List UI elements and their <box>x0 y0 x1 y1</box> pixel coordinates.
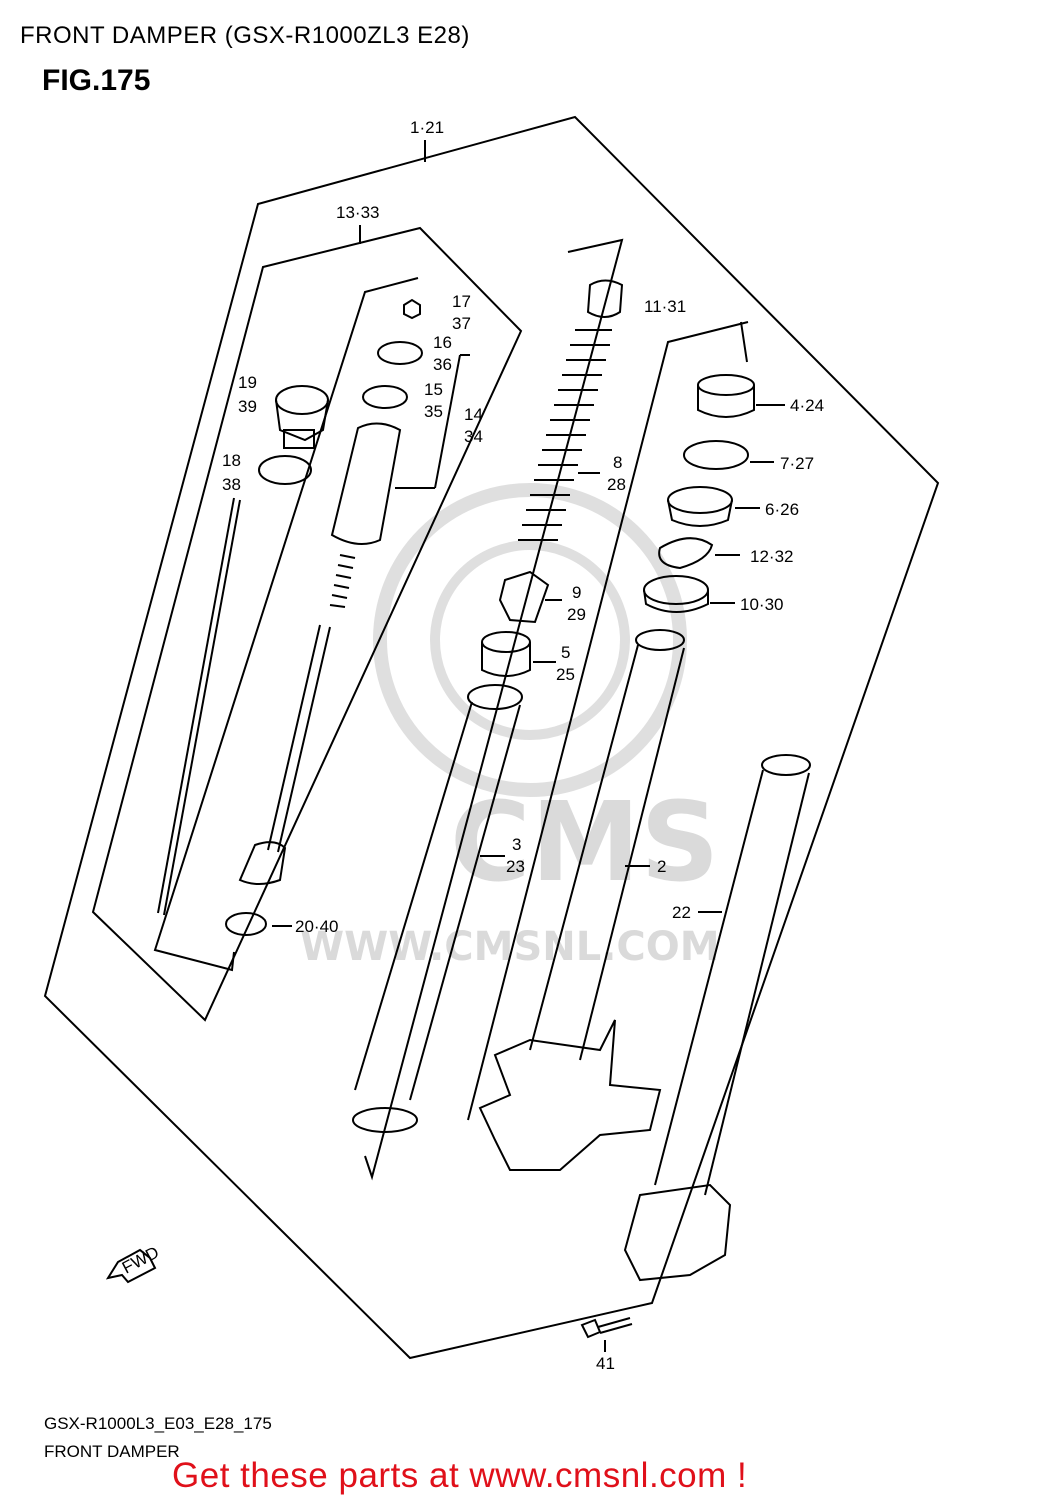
callout-22: 22 <box>672 903 691 922</box>
callout-2: 2 <box>657 857 666 876</box>
figure-number: FIG.175 <box>42 64 151 97</box>
callout-14: 14 <box>464 405 483 424</box>
callout-4-24: 4·24 <box>790 396 824 415</box>
callout-34: 34 <box>464 427 483 446</box>
watermark: CMS WWW.CMSNL.COM <box>300 483 720 970</box>
fwd-arrow <box>105 1248 157 1284</box>
callout-11-31: 11·31 <box>644 297 686 316</box>
callout-36: 36 <box>433 355 452 374</box>
callout-39: 39 <box>238 397 257 416</box>
callout-3: 3 <box>512 835 521 854</box>
right-group-outline <box>740 321 748 363</box>
fwd-label: FWD <box>119 1243 162 1278</box>
callout-1-21: 1·21 <box>410 118 444 137</box>
callout-20-40: 20·40 <box>295 917 338 936</box>
subgroup-outline <box>153 277 419 972</box>
callout-38: 38 <box>222 475 241 494</box>
diagram-name: FRONT DAMPER <box>44 1442 180 1461</box>
cartridge-outline <box>91 226 523 1022</box>
callout-28: 28 <box>607 475 626 494</box>
callouts: 1·21 13·33 17 37 16 36 15 35 14 34 19 39… <box>222 118 824 1373</box>
callout-8: 8 <box>613 453 622 472</box>
callout-19: 19 <box>238 373 257 392</box>
callout-35: 35 <box>424 402 443 421</box>
callout-25: 25 <box>556 665 575 684</box>
callout-9: 9 <box>572 583 581 602</box>
callout-37: 37 <box>452 314 471 333</box>
callout-12-32: 12·32 <box>750 547 793 566</box>
callout-7-27: 7·27 <box>780 454 814 473</box>
callout-5: 5 <box>561 643 570 662</box>
callout-15: 15 <box>424 380 443 399</box>
callout-41: 41 <box>596 1354 615 1373</box>
callout-18: 18 <box>222 451 241 470</box>
callout-29: 29 <box>567 605 586 624</box>
callout-6-26: 6·26 <box>765 500 799 519</box>
diagram-code: GSX-R1000L3_E03_E28_175 <box>44 1414 272 1433</box>
callout-16: 16 <box>433 333 452 352</box>
callout-13-33: 13·33 <box>336 203 379 222</box>
callout-10-30: 10·30 <box>740 595 783 614</box>
watermark-url: WWW.CMSNL.COM <box>300 924 720 970</box>
assembly-outline <box>43 115 940 1360</box>
shop-link[interactable]: Get these parts at www.cmsnl.com ! <box>172 1456 748 1495</box>
page-title: FRONT DAMPER (GSX-R1000ZL3 E28) <box>20 22 470 49</box>
callout-17: 17 <box>452 292 471 311</box>
callout-23: 23 <box>506 857 525 876</box>
